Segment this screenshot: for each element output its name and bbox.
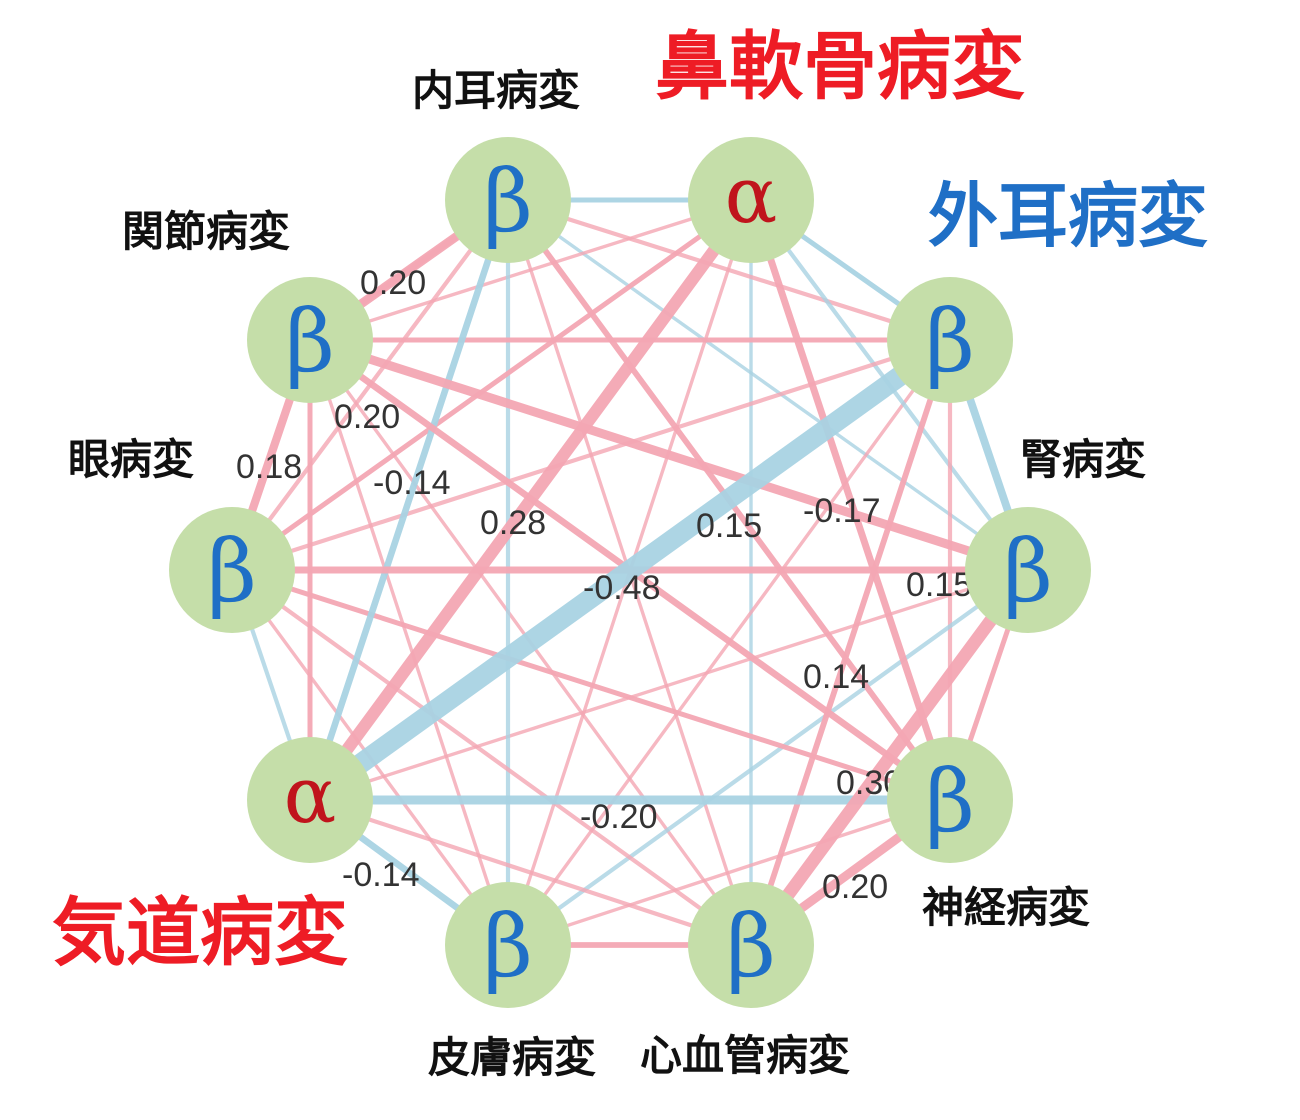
edge-outer-ear-eye bbox=[229, 337, 953, 573]
edge-skin-nerve bbox=[506, 798, 952, 947]
node-inner-ear bbox=[445, 137, 571, 263]
node-label-nerve: 神経病変 bbox=[922, 883, 1090, 932]
big-label-nasal: 鼻軟骨病変 bbox=[655, 24, 1025, 110]
edge-kidney-skin bbox=[505, 567, 1031, 948]
edge-nasal-nerve bbox=[747, 196, 954, 804]
node-label-cardio: 心血管病変 bbox=[640, 1031, 850, 1080]
edge-weight-label: 0.20 bbox=[360, 264, 426, 302]
beta-glyph-cardio: β bbox=[726, 897, 776, 997]
node-label-kidney: 腎病変 bbox=[1020, 435, 1146, 484]
edge-weight-label: 0.15 bbox=[696, 507, 762, 545]
beta-glyph-nerve: β bbox=[925, 752, 975, 852]
edge-outer-ear-airway bbox=[299, 329, 961, 811]
edge-weight-label: -0.17 bbox=[803, 492, 881, 530]
node-skin bbox=[445, 882, 571, 1008]
edge-nasal-joint bbox=[308, 198, 753, 342]
node-label-eye: 眼病変 bbox=[68, 435, 194, 484]
node-airway bbox=[247, 737, 373, 863]
node-label-inner-ear: 内耳病変 bbox=[412, 66, 580, 115]
beta-glyph-kidney: β bbox=[1003, 522, 1053, 622]
beta-glyph-eye: β bbox=[207, 522, 257, 622]
edge-inner-ear-outer-ear bbox=[505, 197, 953, 343]
edge-weight-label: 0.20 bbox=[334, 398, 400, 436]
node-outer-ear bbox=[887, 277, 1013, 403]
edge-joint-kidney bbox=[305, 335, 1033, 575]
node-joint bbox=[247, 277, 373, 403]
edge-weight-label: -0.48 bbox=[583, 569, 661, 607]
edge-weight-label: 0.15 bbox=[906, 566, 972, 604]
edge-nasal-airway bbox=[303, 193, 758, 807]
edge-nasal-eye bbox=[229, 197, 754, 573]
edge-outer-ear-cardio bbox=[748, 337, 953, 948]
alpha-glyph-airway: α bbox=[284, 751, 337, 841]
node-layer: β α β β β β β α β β bbox=[169, 137, 1091, 1008]
edge-inner-ear-airway bbox=[306, 196, 512, 804]
edge-eye-nerve bbox=[229, 567, 953, 803]
edge-kidney-airway bbox=[308, 568, 1030, 802]
edge-eye-cardio bbox=[229, 567, 754, 948]
beta-glyph-skin: β bbox=[483, 897, 533, 997]
edge-weight-label: -0.20 bbox=[580, 798, 658, 836]
big-label-outer-ear: 外耳病変 bbox=[928, 175, 1208, 257]
edge-weight-label: 0.28 bbox=[480, 504, 546, 542]
node-label-skin: 皮膚病変 bbox=[428, 1033, 596, 1082]
edge-joint-skin bbox=[308, 338, 510, 947]
edge-weight-label: 0.20 bbox=[822, 868, 888, 906]
edge-weight-label: -0.14 bbox=[373, 464, 451, 502]
node-nasal bbox=[688, 137, 814, 263]
node-label-joint: 関節病変 bbox=[122, 207, 290, 256]
node-nerve bbox=[887, 737, 1013, 863]
edge-inner-ear-kidney bbox=[506, 198, 1030, 572]
beta-glyph-joint: β bbox=[285, 292, 335, 392]
beta-glyph-outer-ear: β bbox=[925, 292, 975, 392]
node-eye bbox=[169, 507, 295, 633]
node-cardio bbox=[688, 882, 814, 1008]
edge-weight-layer: 0.20 0.20 0.18 -0.14 0.28 0.15 -0.17 -0.48 0.15 0… bbox=[236, 264, 972, 906]
edge-airway-cardio bbox=[307, 797, 754, 948]
beta-glyph-inner-ear: β bbox=[483, 152, 533, 252]
edge-weight-label: 0.18 bbox=[236, 448, 302, 486]
node-kidney bbox=[965, 507, 1091, 633]
edge-weight-label: -0.14 bbox=[342, 856, 420, 894]
alpha-glyph-nasal: α bbox=[725, 151, 778, 241]
edge-kidney-cardio bbox=[744, 563, 1035, 952]
edge-weight-label: 0.14 bbox=[803, 658, 869, 696]
big-label-airway: 気道病変 bbox=[52, 890, 348, 976]
